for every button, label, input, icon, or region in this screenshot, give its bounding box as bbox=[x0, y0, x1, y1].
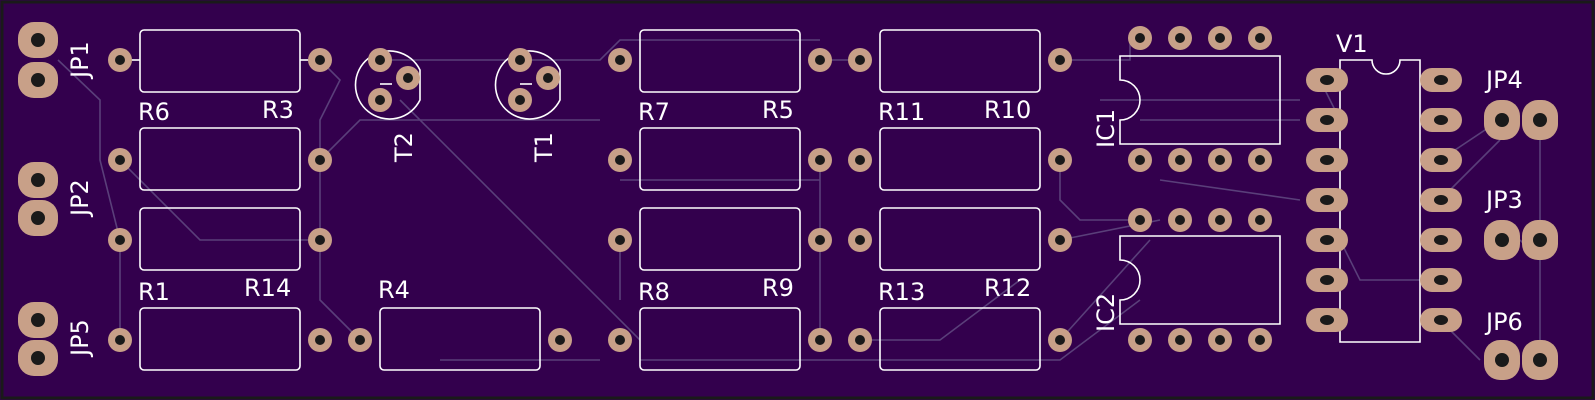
resistor-r14 bbox=[108, 307, 332, 371]
jp3-header bbox=[1484, 220, 1558, 260]
r6-label: R6 bbox=[138, 98, 170, 126]
jp6-header bbox=[1484, 340, 1558, 380]
t2-label: T2 bbox=[390, 132, 418, 163]
r10-label: R10 bbox=[984, 96, 1031, 124]
r5-label: R5 bbox=[762, 96, 794, 124]
resistor-r7 bbox=[608, 29, 832, 93]
transistor-t2 bbox=[354, 48, 421, 120]
jp5-header bbox=[18, 302, 58, 376]
ic2-label: IC2 bbox=[1092, 293, 1120, 332]
resistor-r10 bbox=[848, 127, 1072, 191]
r3-label: R3 bbox=[262, 96, 294, 124]
r4-label: R4 bbox=[378, 276, 410, 304]
jp1-label: JP1 bbox=[66, 41, 94, 80]
jp5-label: JP5 bbox=[66, 319, 94, 358]
resistor-r13 bbox=[848, 207, 1072, 271]
r7-label: R7 bbox=[638, 98, 670, 126]
r1-label: R1 bbox=[138, 278, 170, 306]
r14-label: R14 bbox=[244, 274, 291, 302]
resistor-r4 bbox=[348, 307, 572, 371]
jp4-header bbox=[1484, 100, 1558, 140]
jp2-header bbox=[18, 162, 58, 236]
jp4-label: JP4 bbox=[1484, 66, 1523, 94]
ic1-dip8 bbox=[1119, 26, 1281, 172]
resistor-r6 bbox=[108, 29, 332, 93]
transistor-t1 bbox=[494, 48, 561, 120]
resistor-r9 bbox=[608, 307, 832, 371]
resistor-r1 bbox=[108, 207, 332, 271]
v1-label: V1 bbox=[1336, 30, 1368, 58]
v1-dip14 bbox=[1306, 59, 1462, 343]
jp2-label: JP2 bbox=[66, 179, 94, 218]
r12-label: R12 bbox=[984, 274, 1031, 302]
t1-label: T1 bbox=[530, 132, 558, 163]
ic1-label: IC1 bbox=[1092, 109, 1120, 148]
resistor-r8 bbox=[608, 207, 832, 271]
resistor-r5 bbox=[608, 127, 832, 191]
resistor-r3 bbox=[108, 127, 332, 191]
traces bbox=[57, 39, 1541, 361]
r13-label: R13 bbox=[878, 278, 925, 306]
r8-label: R8 bbox=[638, 278, 670, 306]
r9-label: R9 bbox=[762, 274, 794, 302]
jp6-label: JP6 bbox=[1484, 308, 1523, 336]
jp3-label: JP3 bbox=[1484, 186, 1523, 214]
jp1-header bbox=[18, 22, 58, 98]
r11-label: R11 bbox=[878, 98, 925, 126]
ic2-dip8 bbox=[1119, 208, 1281, 352]
resistor-r12 bbox=[848, 307, 1072, 371]
resistor-r11 bbox=[848, 29, 1072, 93]
